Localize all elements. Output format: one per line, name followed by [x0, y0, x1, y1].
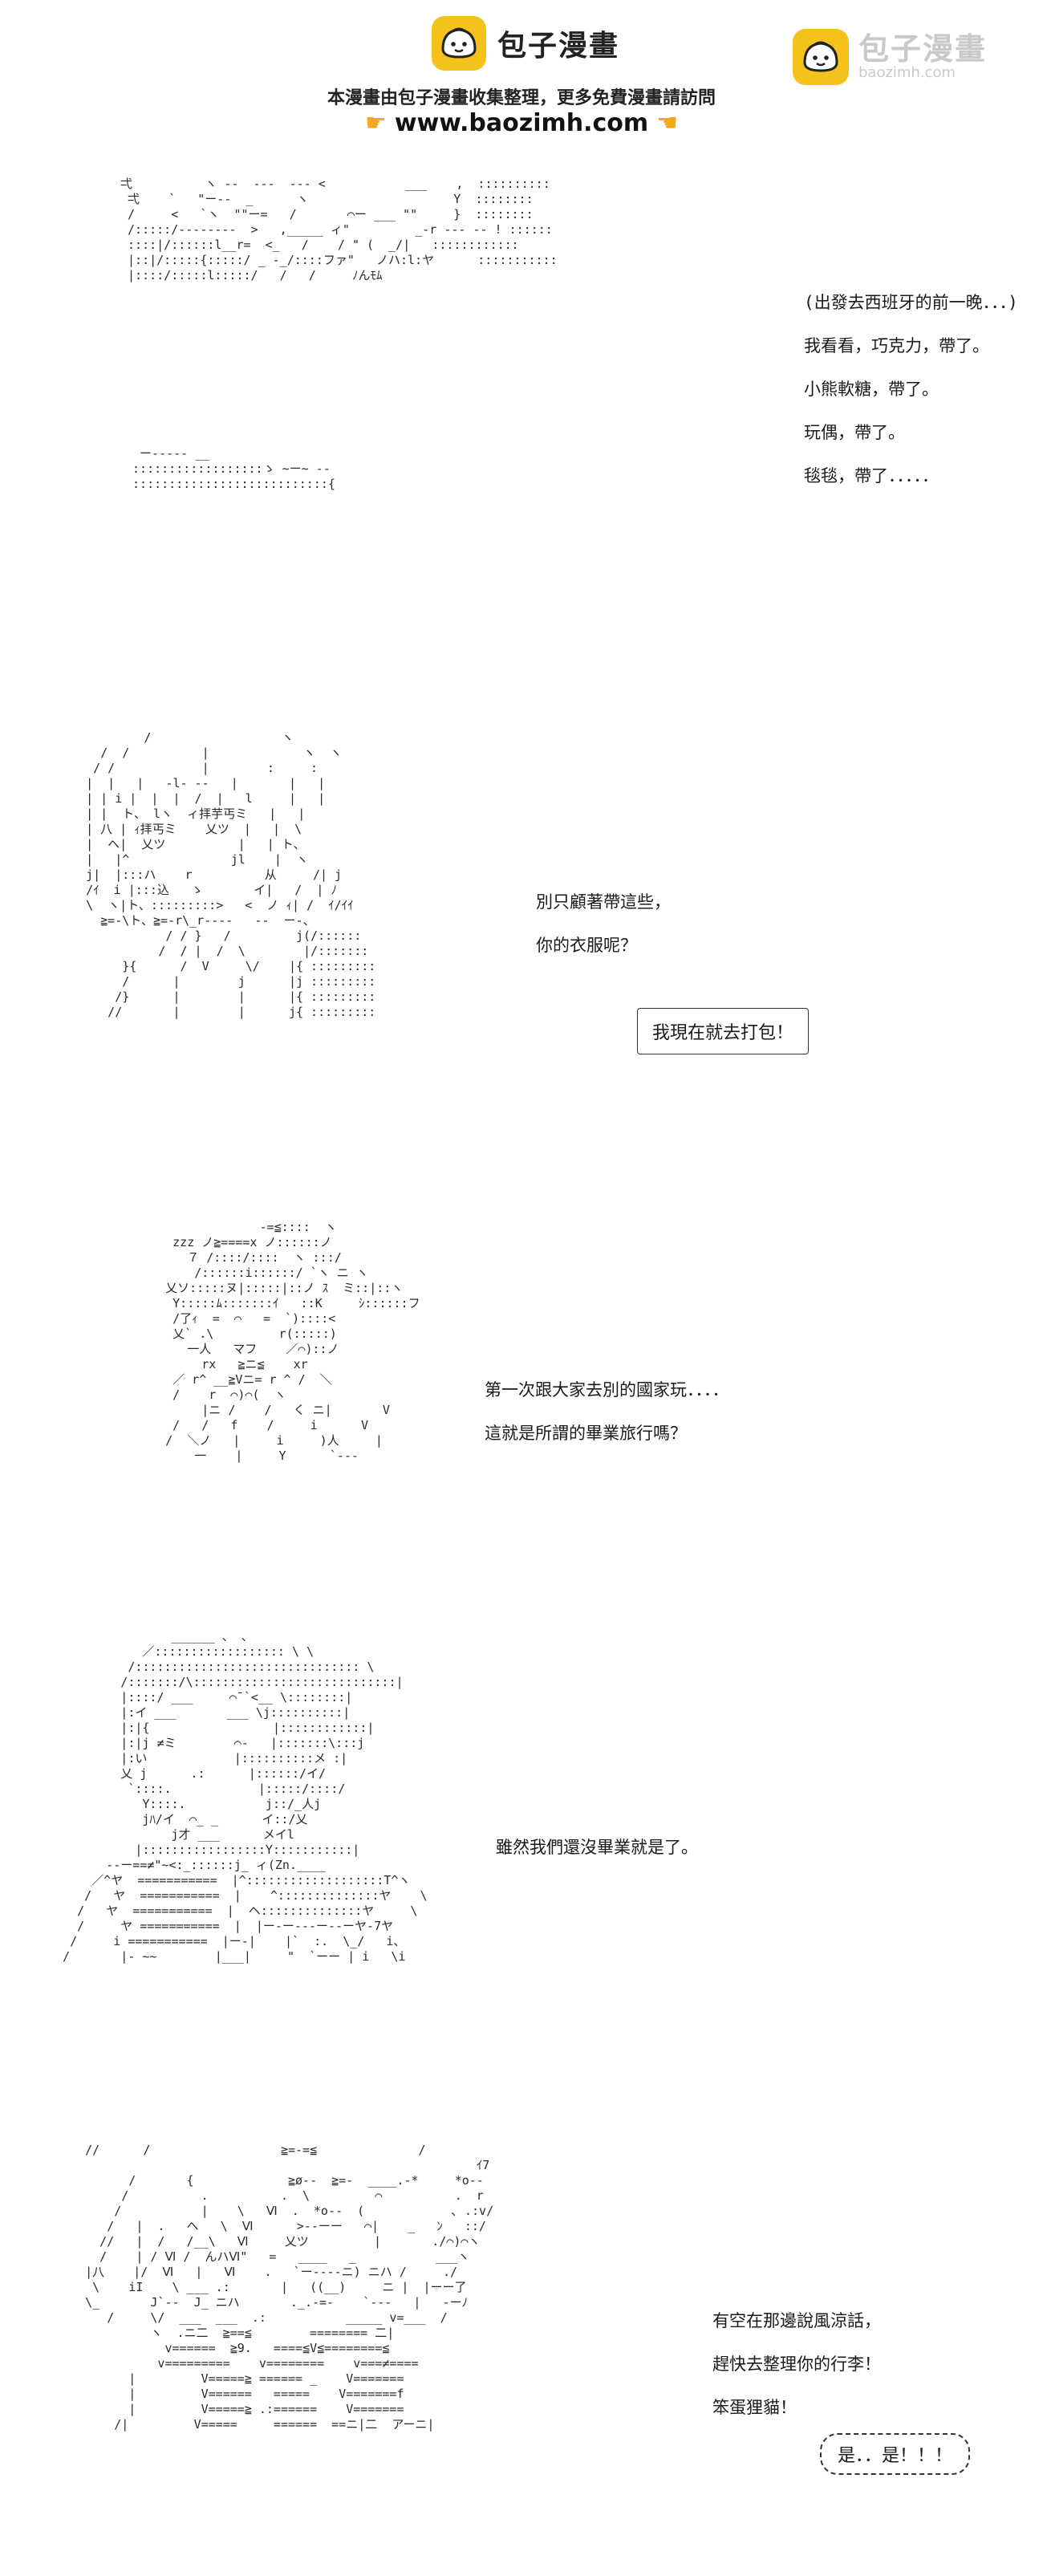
- panel2-line-2: 你的衣服呢？: [536, 936, 637, 955]
- pointing-hand-icon: ☛: [364, 109, 387, 137]
- ascii-art-sleepy-girl: -=≦:::: ヽ zzz ノ≧====x ノ::::::ノ ７ /::::/:…: [165, 1220, 420, 1463]
- corner-logo-url: baozimh.com: [858, 63, 956, 81]
- panel2-line-1: 別只顧著帶這些，: [536, 892, 671, 912]
- ascii-art-angry-girl: // / ≧=-=≦ / ｲ7 / { ≧ø-- ≧=- ____.-* *o-…: [85, 2143, 494, 2432]
- ascii-art-girl-striped-shirt: ______ 、 、 ／:::::::::::::::::: \ \ /::::…: [63, 1629, 428, 1964]
- site-url-link[interactable]: www.baozimh.com: [394, 109, 649, 137]
- panel3-line-1: 第一次跟大家去別的國家玩．．．．: [485, 1380, 729, 1400]
- panel5-line-3: 笨蛋狸貓！: [712, 2398, 797, 2417]
- panel5-line-2: 趕快去整理你的行李！: [712, 2355, 881, 2374]
- speech-bubble: 我現在就去打包！: [637, 1008, 810, 1054]
- panel3-line-2: 這就是所謂的畢業旅行嗎？: [485, 1424, 687, 1443]
- panel-2: / ヽ / / | ヽ ヽ / / | : : | | | -l- -- | |…: [0, 722, 1043, 1204]
- bun-logo-icon: [793, 29, 849, 85]
- ascii-art-character-on-pillow: 弌 ヽ -- --- --- < ___ , :::::::::: 弌 ` "ー…: [120, 177, 1018, 491]
- panel-1: 弌 ヽ -- --- --- < ___ , :::::::::: 弌 ` "ー…: [0, 169, 1043, 2475]
- panel5-line-1: 有空在那邊說風涼話，: [712, 2311, 881, 2330]
- logo-title: 包子漫畫: [497, 30, 620, 63]
- panel-5: // / ≧=-=≦ / ｲ7 / { ≧ø-- ≧=- ____.-* *o-…: [0, 2135, 1043, 2576]
- shout-bubble: 是．．是！！！: [820, 2433, 971, 2475]
- site-logo[interactable]: 包子漫畫: [432, 16, 619, 71]
- ascii-art-blanket-edge: ー----- __ ::::::::::::::::::ゝ ~ー~ -- :::…: [132, 446, 335, 491]
- panel1-line-1: (出發去西班牙的前一晚．．．): [804, 293, 1018, 312]
- bun-logo-icon: [432, 16, 486, 71]
- pointing-hand-icon: ☚: [656, 109, 679, 137]
- panel4-line-1: 雖然我們還沒畢業就是了。: [496, 1838, 698, 1857]
- panel1-line-2: 我看看，巧克力，帶了。: [804, 336, 989, 356]
- corner-watermark-logo: 包子漫畫 baozimh.com: [793, 29, 987, 85]
- collection-notice: 本漫畫由包子漫畫收集整理，更多免費漫畫請訪問: [327, 88, 716, 108]
- corner-logo-title: 包子漫畫: [858, 30, 988, 67]
- manga-page: 包子漫畫 包子漫畫 baozimh.com 本漫畫由包子漫畫收集整理，更多免費漫…: [0, 16, 1043, 2475]
- panel1-line-3: 小熊軟糖，帶了。: [804, 380, 939, 399]
- panel1-line-4: 玩偶，帶了。: [804, 423, 905, 442]
- panel1-line-5: 毯毯，帶了．．．．．: [804, 466, 939, 486]
- ascii-art-girl-standing: / ヽ / / | ヽ ヽ / / | : : | | | -l- -- | |…: [86, 730, 376, 1019]
- panel-4: ______ 、 、 ／:::::::::::::::::: \ \ /::::…: [0, 1621, 1043, 2135]
- panel-3: -=≦:::: ヽ zzz ノ≧====x ノ::::::ノ ７ /::::/:…: [0, 1212, 1043, 1621]
- site-link-row: ☛www.baozimh.com☚: [0, 109, 1043, 137]
